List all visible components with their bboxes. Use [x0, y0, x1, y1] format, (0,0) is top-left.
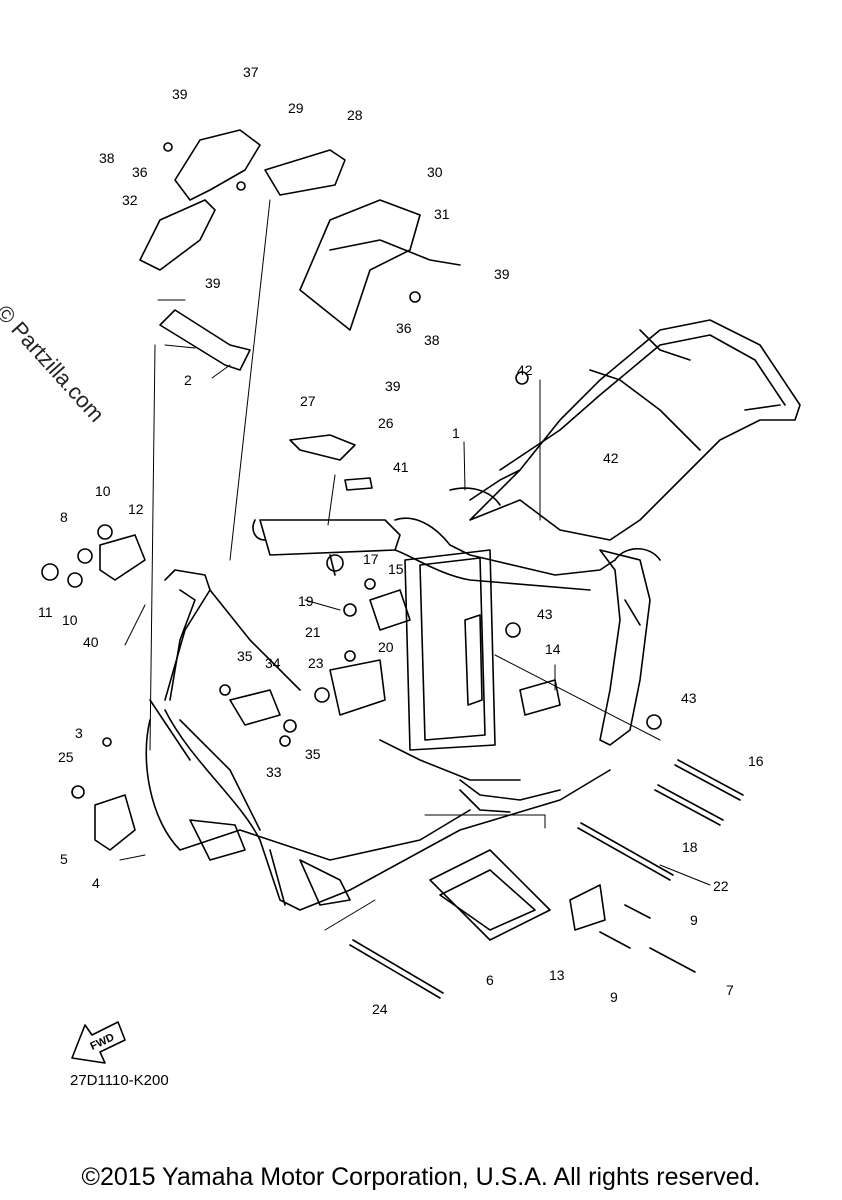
callout-33: 33	[266, 764, 282, 780]
callout-43a: 43	[537, 606, 553, 622]
callout-25: 25	[58, 749, 74, 765]
callout-30: 30	[427, 164, 443, 180]
callout-29: 29	[288, 100, 304, 116]
callout-labels: 1 2 3 4 5 6 7 8 9 9 10 10 11 12 13 14 15…	[38, 64, 764, 1017]
callout-8: 8	[60, 509, 68, 525]
callout-2: 2	[184, 372, 192, 388]
callout-12: 12	[128, 501, 144, 517]
callout-42b: 42	[603, 450, 619, 466]
callout-13: 13	[549, 967, 565, 983]
callout-39d: 39	[385, 378, 401, 394]
copyright-notice: ©2015 Yamaha Motor Corporation, U.S.A. A…	[81, 1163, 761, 1191]
callout-42a: 42	[517, 362, 533, 378]
callout-21: 21	[305, 624, 321, 640]
callout-17: 17	[363, 551, 379, 567]
diagram-code: 27D1110-K200	[70, 1072, 169, 1089]
callout-37: 37	[243, 64, 259, 80]
callout-3: 3	[75, 725, 83, 741]
callout-39c: 39	[494, 266, 510, 282]
leader-lines	[119, 199, 711, 931]
callout-5: 5	[60, 851, 68, 867]
callout-1: 1	[452, 425, 460, 441]
callout-11: 11	[38, 604, 53, 620]
mount-brackets	[94, 534, 606, 941]
callout-38b: 38	[424, 332, 440, 348]
rear-subframe	[469, 319, 801, 746]
callout-27: 27	[300, 393, 316, 409]
callout-4: 4	[92, 875, 100, 891]
main-frame	[145, 469, 616, 911]
callout-43b: 43	[681, 690, 697, 706]
callout-10b: 10	[62, 612, 78, 628]
callout-6: 6	[486, 972, 494, 988]
top-brackets	[139, 129, 461, 491]
bolts	[349, 759, 744, 999]
callout-9a: 9	[690, 912, 698, 928]
fwd-arrow	[71, 1021, 126, 1064]
callout-31: 31	[434, 206, 450, 222]
callout-36a: 36	[132, 164, 148, 180]
callout-38a: 38	[99, 150, 115, 166]
callout-35b: 35	[305, 746, 321, 762]
callout-18: 18	[682, 839, 698, 855]
callout-20: 20	[378, 639, 394, 655]
callout-19: 19	[298, 593, 314, 609]
callout-10a: 10	[95, 483, 111, 499]
callout-35a: 35	[237, 648, 253, 664]
callout-34: 34	[265, 655, 281, 671]
callout-16: 16	[748, 753, 764, 769]
callout-15: 15	[388, 561, 404, 577]
callout-32: 32	[122, 192, 138, 208]
callout-14: 14	[545, 641, 561, 657]
callout-23: 23	[308, 655, 324, 671]
callout-36b: 36	[396, 320, 412, 336]
callout-41: 41	[393, 459, 409, 475]
callout-39b: 39	[205, 275, 221, 291]
callout-40: 40	[83, 634, 99, 650]
callout-7: 7	[726, 982, 734, 998]
callout-24: 24	[372, 1001, 388, 1017]
callout-9b: 9	[610, 989, 618, 1005]
callout-39a: 39	[172, 86, 188, 102]
callout-28: 28	[347, 107, 363, 123]
callout-26: 26	[378, 415, 394, 431]
callout-22: 22	[713, 878, 729, 894]
hardware	[41, 142, 662, 799]
